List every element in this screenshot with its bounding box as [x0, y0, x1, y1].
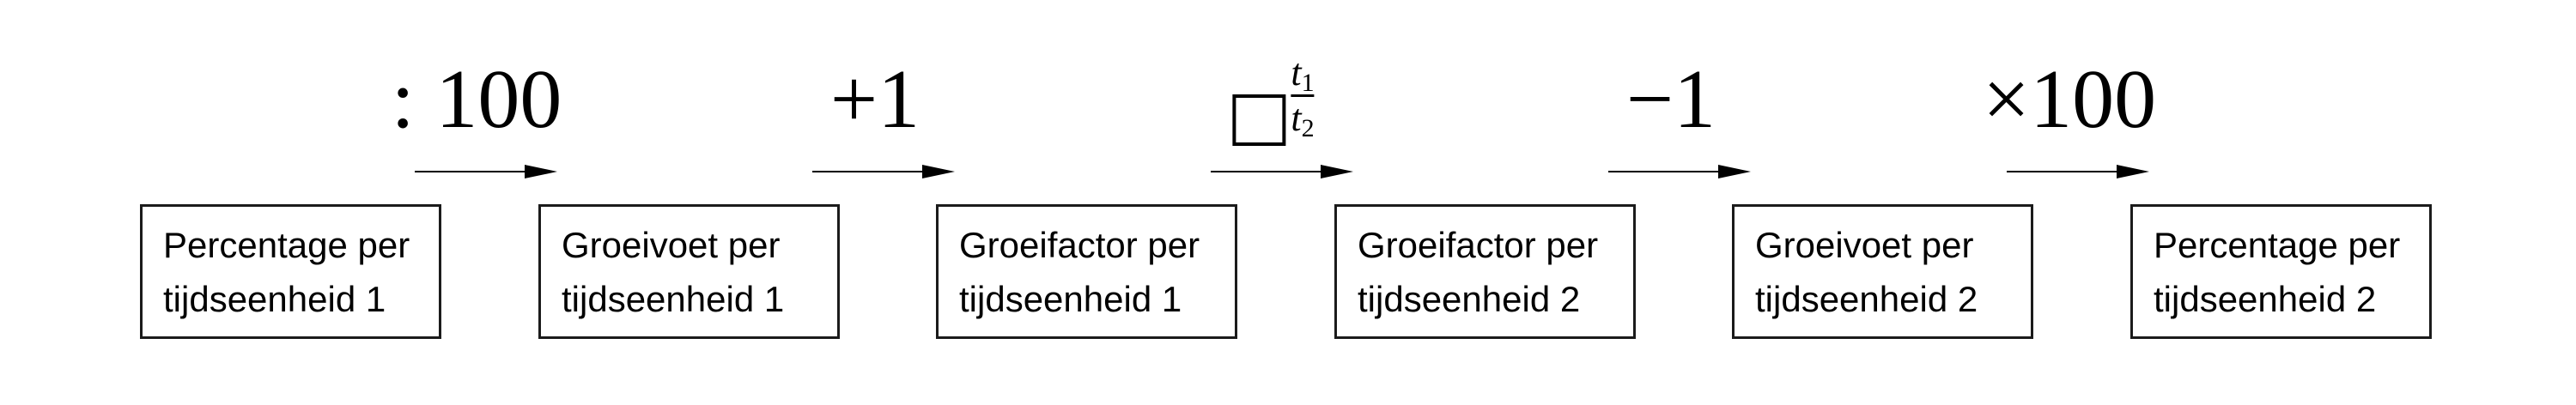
arrow-head-icon: [2117, 165, 2149, 178]
arrow-head-icon: [525, 165, 557, 178]
denominator-subscript: 2: [1301, 113, 1315, 142]
node-groeivoet-per-tijdseenheid-2-box: Groeivoet per tijdseenheid 2: [1732, 204, 2033, 339]
node-groeivoet-per-tijdseenheid-1-box: Groeivoet per tijdseenheid 1: [538, 204, 840, 339]
node-label-line: tijdseenheid 2: [2154, 278, 2377, 319]
node-label-line: Groeivoet per: [1755, 224, 1974, 265]
node-label-line: tijdseenheid 1: [163, 278, 386, 319]
node-label-line: tijdseenheid 2: [1755, 278, 1978, 319]
node-label-line: tijdseenheid 1: [562, 278, 785, 319]
arrow-line: [2007, 171, 2120, 172]
node-groeifactor-per-tijdseenheid-1-box: Groeifactor per tijdseenheid 1: [936, 204, 1237, 339]
node-label-line: Groeifactor per: [959, 224, 1200, 265]
node-label-line: Groeivoet per: [562, 224, 781, 265]
node-percentage-per-tijdseenheid-2-box: Percentage per tijdseenheid 2: [2130, 204, 2432, 339]
fraction-bar: [1291, 94, 1315, 97]
arrow-head-icon: [922, 165, 955, 178]
arrow-head-icon: [1718, 165, 1751, 178]
operator-plus-1: +1: [829, 53, 920, 146]
denominator-symbol: t: [1291, 97, 1302, 139]
arrow-line: [812, 171, 926, 172]
node-label-line: Percentage per: [2154, 224, 2401, 265]
operator-divide-by-100: : 100: [391, 53, 562, 146]
power-base-placeholder-box-icon: [1232, 94, 1286, 146]
operator-power-t1-over-t2: t1 t2: [1232, 51, 1315, 146]
fraction-denominator: t2: [1291, 97, 1314, 142]
power-exponent-fraction: t1 t2: [1291, 51, 1315, 142]
operator-minus-1: −1: [1625, 53, 1716, 146]
numerator-symbol: t: [1291, 51, 1302, 94]
operator-times-100: ×100: [1982, 53, 2157, 146]
node-label-line: tijdseenheid 1: [959, 278, 1182, 319]
node-groeifactor-per-tijdseenheid-2-box: Groeifactor per tijdseenheid 2: [1334, 204, 1636, 339]
node-label-line: Groeifactor per: [1358, 224, 1599, 265]
numerator-subscript: 1: [1301, 68, 1315, 97]
node-label-line: tijdseenheid 2: [1358, 278, 1581, 319]
node-percentage-per-tijdseenheid-1-box: Percentage per tijdseenheid 1: [140, 204, 441, 339]
arrow-line: [1211, 171, 1324, 172]
arrow-head-icon: [1321, 165, 1353, 178]
arrow-line: [415, 171, 528, 172]
node-label-line: Percentage per: [163, 224, 410, 265]
fraction-numerator: t1: [1291, 51, 1314, 96]
arrow-line: [1608, 171, 1722, 172]
